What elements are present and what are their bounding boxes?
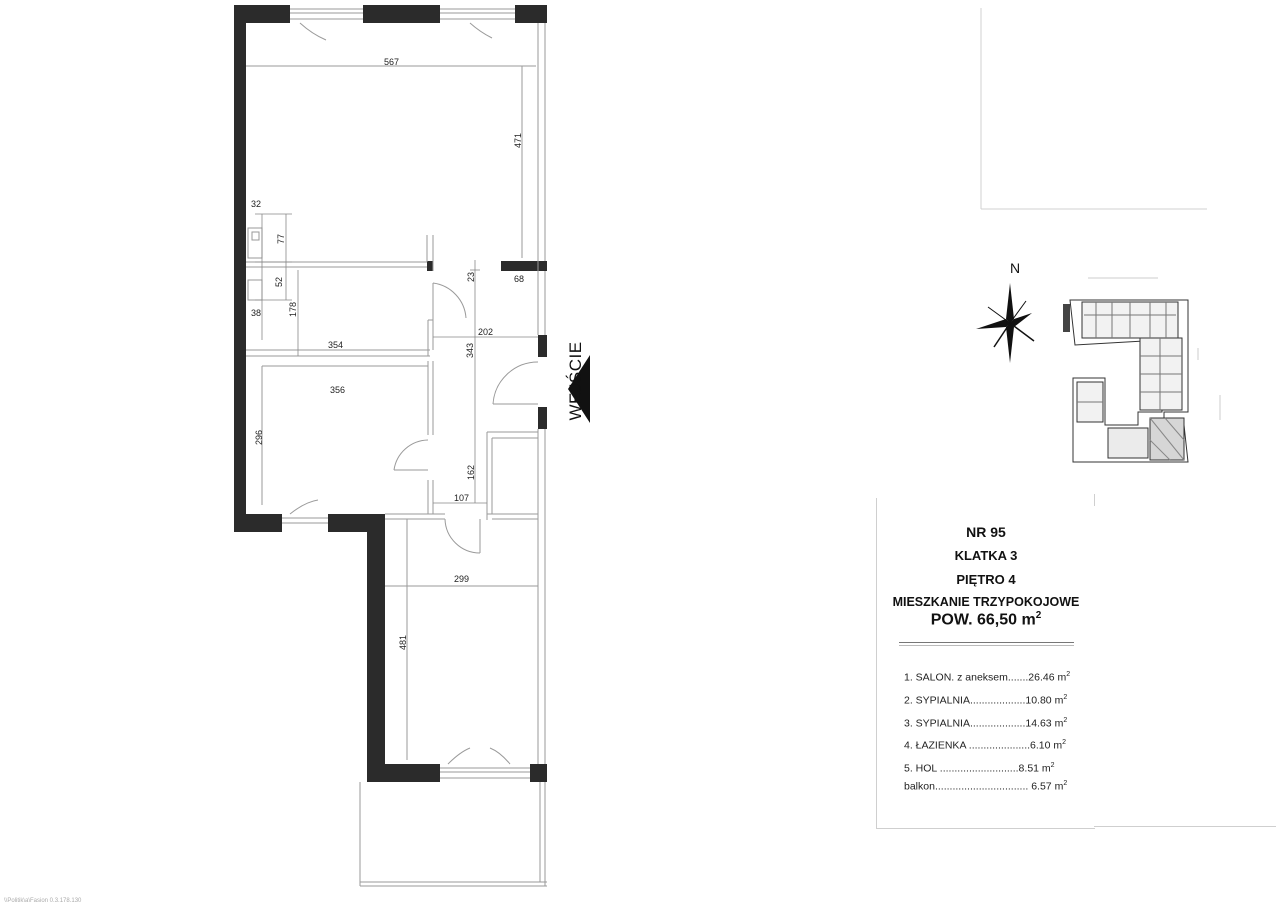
entrance-arrow-icon xyxy=(568,355,590,423)
room-list: 1. SALON. z aneksem.......26.46 m2 2. SY… xyxy=(904,665,1070,779)
building-key-plan xyxy=(1063,277,1221,463)
dim-23: 23 xyxy=(466,272,476,282)
dim-202: 202 xyxy=(478,327,493,337)
exterior-walls xyxy=(234,5,547,782)
footer-text: \\Politik\a\Fasion 0.3.178.130 xyxy=(4,898,82,904)
dim-296: 296 xyxy=(254,430,264,445)
dimension-lines xyxy=(255,213,538,504)
apartment-number: NR 95 xyxy=(966,524,1006,540)
dim-77: 77 xyxy=(276,234,286,244)
dim-32: 32 xyxy=(251,199,261,209)
room-item: 4. ŁAZIENKA .....................6.10 m2 xyxy=(904,739,1067,752)
dim-343: 343 xyxy=(465,343,475,358)
dim-178: 178 xyxy=(288,302,298,317)
divider xyxy=(899,645,1074,646)
floor-label: PIĘTRO 4 xyxy=(956,572,1016,587)
dim-471: 471 xyxy=(513,133,523,148)
apartment-area: POW. 66,50 m2 xyxy=(930,610,1042,629)
divider xyxy=(1094,494,1095,506)
room-item: 1. SALON. z aneksem.......26.46 m2 xyxy=(904,671,1071,684)
dim-481: 481 xyxy=(398,635,408,650)
staircase-label: KLATKA 3 xyxy=(954,548,1018,563)
dimension-labels: 567 471 32 77 52 178 38 23 68 202 354 34… xyxy=(251,57,524,650)
apartment-type: MIESZKANIE TRZYPOKOJOWE xyxy=(892,595,1080,609)
interior-lines xyxy=(246,8,547,887)
apartment-info-box: NR 95 KLATKA 3 PIĘTRO 4 MIESZKANIE TRZYP… xyxy=(876,498,1095,829)
dim-354: 354 xyxy=(328,340,343,350)
dim-52: 52 xyxy=(274,277,284,287)
dim-162: 162 xyxy=(466,465,476,480)
room-item: 3. SYPIALNIA...................14.63 m2 xyxy=(904,716,1068,730)
room-item: 2. SYPIALNIA...................10.80 m2 xyxy=(904,693,1068,707)
dim-107: 107 xyxy=(454,493,469,503)
dim-38: 38 xyxy=(251,308,261,318)
site-frame xyxy=(980,8,1207,210)
room-item: 5. HOL ...........................8.51 m… xyxy=(904,762,1055,775)
dim-68: 68 xyxy=(514,274,524,284)
divider xyxy=(899,642,1074,643)
north-label: N xyxy=(1010,260,1021,276)
balcony-item: balkon................................ 6… xyxy=(904,780,1068,793)
divider xyxy=(1094,826,1276,827)
dim-356: 356 xyxy=(330,385,345,395)
dim-299: 299 xyxy=(454,574,469,584)
entrance-label: WEJŚCIE xyxy=(566,341,585,421)
compass-icon xyxy=(976,283,1035,363)
dim-567: 567 xyxy=(384,57,399,67)
